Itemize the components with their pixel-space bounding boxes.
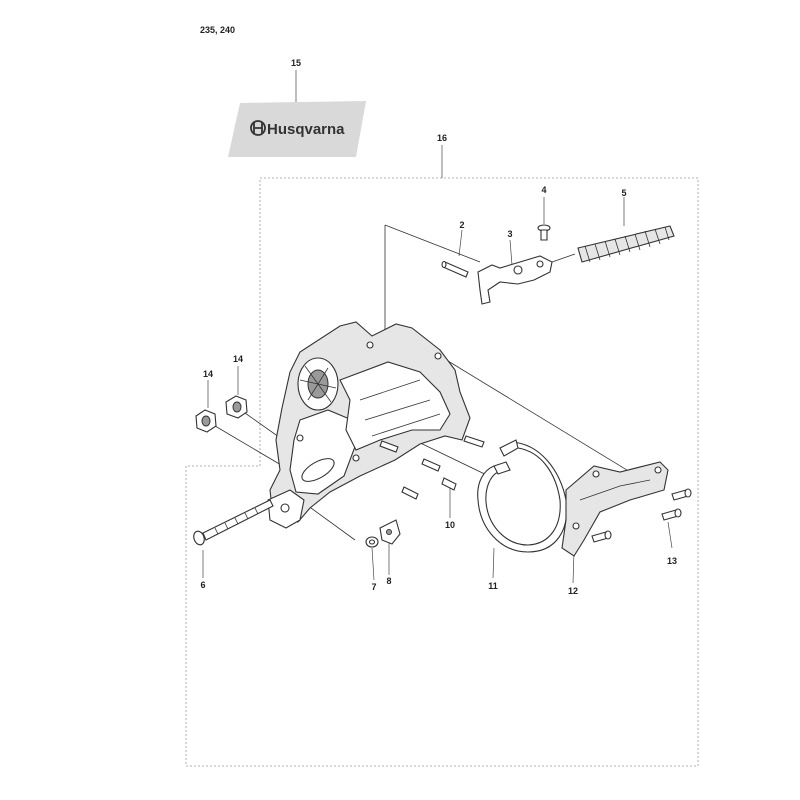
callout-7: 7 <box>371 582 376 592</box>
decal-plate <box>228 101 366 157</box>
callout-2: 2 <box>459 220 464 230</box>
part-14-nut-left <box>195 409 217 433</box>
callout-13: 13 <box>667 556 677 566</box>
part-14-nut-right <box>225 395 248 419</box>
part-8-bracket <box>379 519 401 545</box>
callout-12: 12 <box>568 586 578 596</box>
callout-3: 3 <box>507 229 512 239</box>
decal-brand-text: Husqvarna <box>267 121 345 138</box>
callout-6: 6 <box>200 580 205 590</box>
assembly-boundary <box>185 177 699 767</box>
part-16-clutch-cover <box>267 321 471 529</box>
husqvarna-decal: Husqvarna <box>228 101 366 157</box>
callout-4: 4 <box>541 185 546 195</box>
cover-pins <box>379 435 485 500</box>
callout-labels: 15 16 4 5 2 3 14 14 10 13 6 7 8 11 12 <box>200 58 677 596</box>
part-5-spring <box>577 225 675 263</box>
part-12-guard-plate <box>561 461 669 557</box>
part-13-screws <box>591 488 692 543</box>
callout-16: 16 <box>437 133 447 143</box>
husqvarna-crown-h-icon <box>250 120 266 136</box>
model-header: 235, 240 <box>200 25 235 35</box>
callout-5: 5 <box>621 188 626 198</box>
callout-14-left: 14 <box>203 369 213 379</box>
callout-15: 15 <box>291 58 301 68</box>
part-4-screw <box>537 224 551 241</box>
part-10-pin <box>441 477 457 491</box>
callout-8: 8 <box>386 576 391 586</box>
part-2-pin <box>441 260 469 278</box>
part-11-brake-band <box>477 439 568 553</box>
part-7-washer <box>365 536 379 548</box>
callout-11: 11 <box>488 581 498 591</box>
callout-14-right: 14 <box>233 354 243 364</box>
callout-10: 10 <box>445 520 455 530</box>
part-3-brake-lever <box>477 253 576 305</box>
part-6-bolt <box>193 499 274 546</box>
